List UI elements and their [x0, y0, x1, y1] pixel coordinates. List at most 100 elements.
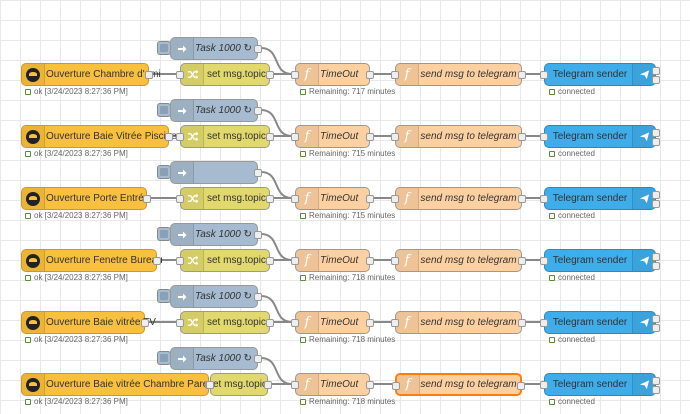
output-port[interactable]: [254, 231, 262, 239]
inject-trigger-button[interactable]: [157, 227, 171, 241]
input-port[interactable]: [540, 381, 548, 389]
output-port-2[interactable]: [652, 262, 660, 270]
output-port-1[interactable]: [652, 253, 660, 261]
input-port[interactable]: [540, 133, 548, 141]
change-node-2[interactable]: set msg.topic: [176, 125, 274, 148]
inject-trigger-button[interactable]: [157, 289, 171, 303]
inject-node-3[interactable]: [170, 161, 262, 184]
trigger-node-1[interactable]: Ouverture Chambre d'ami: [21, 63, 161, 86]
output-port[interactable]: [266, 319, 274, 327]
output-port[interactable]: [266, 257, 274, 265]
output-port[interactable]: [366, 319, 374, 327]
output-port[interactable]: [366, 71, 374, 79]
input-port[interactable]: [291, 381, 299, 389]
inject-trigger-button[interactable]: [157, 41, 171, 55]
telegram-sender-node-4[interactable]: Telegram sender: [540, 249, 660, 272]
output-port[interactable]: [153, 257, 161, 265]
output-port[interactable]: [366, 133, 374, 141]
input-port[interactable]: [391, 319, 399, 327]
output-port[interactable]: [254, 169, 262, 177]
output-port-2[interactable]: [652, 76, 660, 84]
output-port-2[interactable]: [652, 386, 660, 394]
output-port-1[interactable]: [652, 129, 660, 137]
input-port[interactable]: [540, 257, 548, 265]
output-port[interactable]: [165, 133, 173, 141]
input-port[interactable]: [176, 319, 184, 327]
input-port[interactable]: [291, 257, 299, 265]
output-port[interactable]: [266, 195, 274, 203]
trigger-node-6[interactable]: Ouverture Baie vitrée Chambre Parents: [21, 373, 222, 396]
change-node-6[interactable]: et msg.topic: [206, 373, 272, 396]
input-port[interactable]: [291, 71, 299, 79]
telegram-sender-node-3[interactable]: Telegram sender: [540, 187, 660, 210]
inject-node-1[interactable]: Task 1000 ↻: [170, 37, 262, 60]
inject-node-5[interactable]: Task 1000 ↻: [170, 285, 262, 308]
output-port-1[interactable]: [652, 315, 660, 323]
change-node-1[interactable]: set msg.topic: [176, 63, 274, 86]
output-port[interactable]: [518, 257, 526, 265]
input-port[interactable]: [291, 195, 299, 203]
change-node-3[interactable]: set msg.topic: [176, 187, 274, 210]
output-port-1[interactable]: [652, 377, 660, 385]
output-port[interactable]: [366, 257, 374, 265]
input-port[interactable]: [540, 319, 548, 327]
trigger-node-3[interactable]: Ouverture Porte Entrée: [21, 187, 151, 210]
inject-node-6[interactable]: Task 1000 ↻: [170, 347, 262, 370]
output-port-2[interactable]: [652, 200, 660, 208]
change-node-5[interactable]: set msg.topic: [176, 311, 274, 334]
output-port-2[interactable]: [652, 324, 660, 332]
inject-trigger-button[interactable]: [157, 103, 171, 117]
inject-node-4[interactable]: Task 1000 ↻: [170, 223, 262, 246]
input-port[interactable]: [291, 319, 299, 327]
output-port-2[interactable]: [652, 138, 660, 146]
output-port[interactable]: [141, 319, 149, 327]
output-port[interactable]: [517, 382, 525, 390]
input-port[interactable]: [392, 382, 400, 390]
output-port[interactable]: [518, 133, 526, 141]
inject-trigger-button[interactable]: [157, 165, 171, 179]
output-port[interactable]: [254, 45, 262, 53]
change-node-4[interactable]: set msg.topic: [176, 249, 274, 272]
output-port-1[interactable]: [652, 191, 660, 199]
output-port[interactable]: [518, 319, 526, 327]
output-port[interactable]: [366, 381, 374, 389]
trigger-node-5[interactable]: Ouverture Baie vitrée TV: [21, 311, 156, 334]
input-port[interactable]: [391, 71, 399, 79]
input-port[interactable]: [176, 71, 184, 79]
input-port[interactable]: [176, 195, 184, 203]
output-port[interactable]: [264, 381, 272, 389]
output-port[interactable]: [366, 195, 374, 203]
input-port[interactable]: [291, 133, 299, 141]
telegram-sender-node-1[interactable]: Telegram sender: [540, 63, 660, 86]
input-port[interactable]: [176, 133, 184, 141]
output-port[interactable]: [145, 71, 153, 79]
telegram-sender-node-5[interactable]: Telegram sender: [540, 311, 660, 334]
output-port[interactable]: [143, 195, 151, 203]
output-port[interactable]: [254, 107, 262, 115]
output-port[interactable]: [254, 293, 262, 301]
trigger-node-4[interactable]: Ouverture Fenetre Bureau: [21, 249, 163, 272]
input-port[interactable]: [206, 381, 214, 389]
input-port[interactable]: [391, 133, 399, 141]
output-port[interactable]: [518, 195, 526, 203]
inject-node-2[interactable]: Task 1000 ↻: [170, 99, 262, 122]
telegram-sender-node-6[interactable]: Telegram sender: [540, 373, 660, 396]
input-port[interactable]: [391, 195, 399, 203]
output-port[interactable]: [518, 71, 526, 79]
input-port[interactable]: [391, 257, 399, 265]
input-port[interactable]: [176, 257, 184, 265]
input-port[interactable]: [540, 71, 548, 79]
input-port[interactable]: [540, 195, 548, 203]
output-port[interactable]: [254, 355, 262, 363]
